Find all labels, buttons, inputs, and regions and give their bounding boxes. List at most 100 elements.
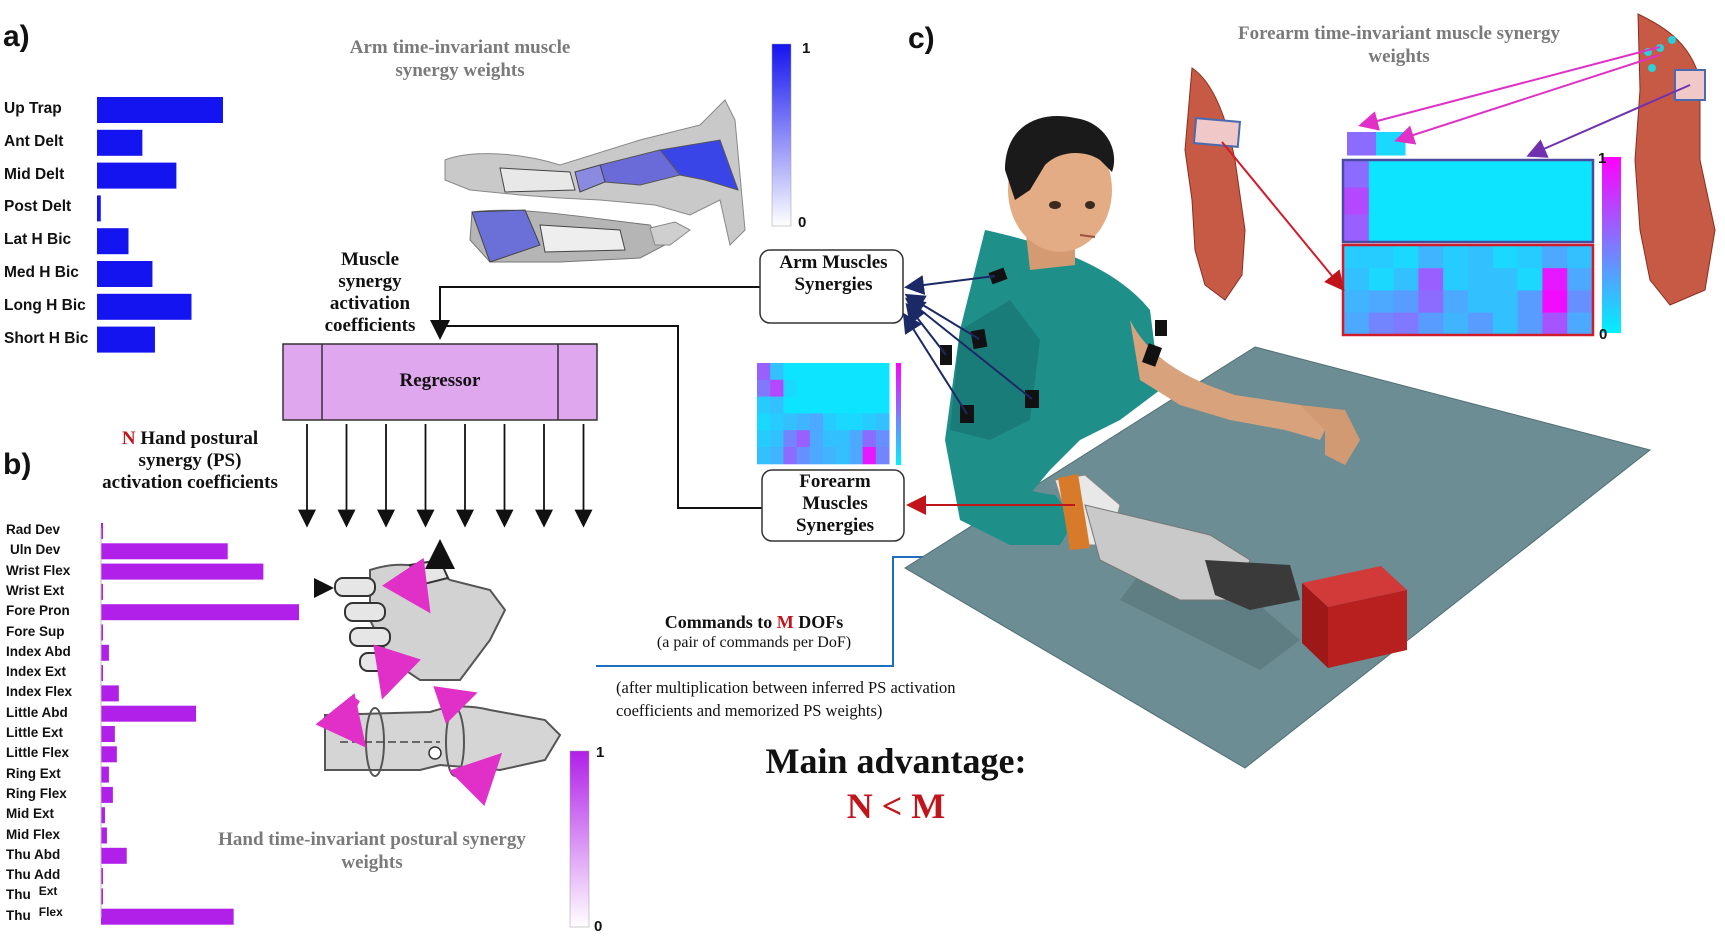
commands-m: M xyxy=(776,612,794,632)
forearm-mini-cell xyxy=(849,447,864,465)
mini-colorbar xyxy=(896,363,901,465)
hand-bar-13 xyxy=(101,786,113,803)
hand-dof-name: Little Ext xyxy=(6,725,64,740)
forearm-top-cell xyxy=(1542,214,1568,242)
forearm-synergies-label: Forearm Muscles Synergies xyxy=(795,471,875,536)
forearm-mini-cell xyxy=(770,363,784,381)
forearm-mini-cell xyxy=(809,413,824,431)
forearm-mini-cell xyxy=(823,379,837,398)
arm-synergies-box xyxy=(759,249,904,324)
hand-bar-12 xyxy=(101,766,109,783)
forearm-mini-cell xyxy=(862,413,877,431)
arm-colorbar xyxy=(771,43,792,227)
commands-sub: (a pair of commands per DoF) xyxy=(656,634,852,651)
arm-bar-4 xyxy=(97,228,129,255)
forearm-top-cell xyxy=(1468,187,1494,215)
hand-bar-1 xyxy=(101,543,228,560)
forearm-bottom-cell xyxy=(1418,290,1444,314)
hand-dof-name: Ring Flex xyxy=(6,785,67,801)
forearm-top-cell xyxy=(1443,214,1469,242)
forearm-mini-cell xyxy=(757,396,771,414)
forearm-bottom-cell xyxy=(1542,312,1568,336)
hand-dof-label: Ring Flex xyxy=(6,786,67,801)
forearm-bottom-cell xyxy=(1542,290,1568,314)
arm-bar-2 xyxy=(97,162,177,189)
after-note: (after multiplication between inferred P… xyxy=(616,678,956,720)
forearm-mini-cell xyxy=(849,396,864,414)
forearm-mini-cell xyxy=(836,396,850,414)
hand-dof-label: Thu Add xyxy=(6,867,60,882)
forearm-mini-cell xyxy=(849,379,864,398)
forearm-mini-cell xyxy=(809,447,824,465)
forearm-mini-cell xyxy=(823,447,837,465)
hand-dof-label: Mid Ext xyxy=(6,806,54,821)
forearm-weights-top-grid xyxy=(1344,161,1593,242)
red-cube xyxy=(1302,566,1407,668)
forearm-bottom-cell xyxy=(1443,290,1469,314)
forearm-mini-heatmap xyxy=(757,363,890,465)
hand-dof-label: Uln Dev xyxy=(10,542,60,557)
arm-bar-7 xyxy=(97,326,155,353)
forearm-bottom-cell xyxy=(1443,312,1469,336)
ps-title-text: Hand postural synergy (PS) activation co… xyxy=(102,428,278,493)
hand-dof-name: Rad Dev xyxy=(6,522,61,537)
forearm-top-cell xyxy=(1567,161,1593,189)
forearm-weights-title: Forearm time-invariant muscle synergy we… xyxy=(1237,23,1561,67)
hand-bar-6 xyxy=(101,644,109,661)
hand-dof-name: Fore Pron xyxy=(6,603,70,619)
arm-weights-title: Arm time-invariant muscle synergy weight… xyxy=(349,37,571,81)
forearm-mini-cell xyxy=(836,430,850,448)
forearm-top-cell xyxy=(1567,187,1593,215)
arm-bar-1 xyxy=(97,129,143,156)
hand-scale-max: 1 xyxy=(596,744,605,761)
commands-title: Commands to M DOFs xyxy=(614,612,894,633)
forearm-mini-cell xyxy=(836,413,850,431)
arm-muscle-label: Post Delt xyxy=(4,198,72,216)
hand-bar-17 xyxy=(101,868,103,885)
regressor-output-arrows xyxy=(298,424,593,528)
hand-dof-name: Little Abd xyxy=(6,704,68,720)
hand-bar-9 xyxy=(101,705,197,722)
arm-muscle-label: Short H Bic xyxy=(4,329,89,347)
hand-bar-10 xyxy=(101,726,115,742)
forearm-mini-cell xyxy=(757,413,771,431)
forearm-top-cell xyxy=(1368,161,1395,189)
forearm-mini-cell xyxy=(823,413,837,431)
forearm-top-cell xyxy=(1567,214,1593,242)
advantage-title: Main advantage: xyxy=(765,741,1027,781)
hand-dof-name: Ring Ext xyxy=(6,765,61,781)
forearm-bottom-cell xyxy=(1368,290,1395,314)
forearm-mini-cell xyxy=(783,396,798,414)
forearm-bottom-cell xyxy=(1468,312,1494,336)
forearm-mini-cell xyxy=(823,363,837,381)
forearm-mini-cell xyxy=(809,430,824,448)
forearm-bottom-cell xyxy=(1393,312,1419,336)
forearm-mini-cell xyxy=(875,379,890,398)
forearm-top-cell xyxy=(1492,161,1519,189)
forearm-bottom-cell xyxy=(1517,312,1543,336)
forearm-mini-cell xyxy=(862,396,877,414)
arm-bar-6 xyxy=(97,293,192,320)
hand-dof-label: Thu Abd xyxy=(6,847,60,862)
forearm-mini-cell xyxy=(823,396,837,414)
hand-illustration-bottom xyxy=(315,686,562,806)
regressor-label: Regressor xyxy=(399,370,481,391)
forearm-top-cell xyxy=(1368,214,1395,242)
forearm-mini-cell xyxy=(809,363,824,381)
forearm-weights-header xyxy=(1347,132,1406,156)
forearm-top-cell xyxy=(1468,161,1494,189)
forearm-mini-cell xyxy=(836,447,850,465)
hand-bar-5 xyxy=(101,624,103,641)
pointer-pink-1 xyxy=(1358,46,1661,131)
forearm-mini-cell xyxy=(875,447,890,465)
forearm-header-cell xyxy=(1376,132,1406,156)
panel-a-label: a) xyxy=(3,20,30,53)
forearm-bottom-cell xyxy=(1368,312,1395,336)
forearm-bottom-cell xyxy=(1492,246,1519,269)
forearm-mini-cell xyxy=(875,413,890,431)
forearm-bottom-cell xyxy=(1344,268,1370,291)
forearm-top-cell xyxy=(1492,187,1519,215)
activation-title: Muscle synergy activation coefficients xyxy=(324,249,416,336)
forearm-bottom-cell xyxy=(1418,246,1444,269)
